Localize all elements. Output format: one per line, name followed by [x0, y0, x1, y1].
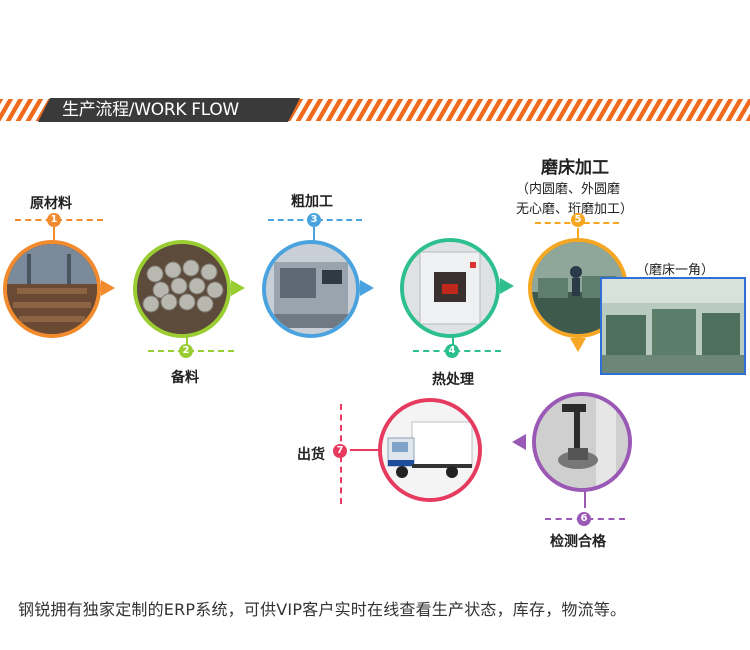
- step-4-arrow-icon: [500, 278, 514, 294]
- step-1-arrow-icon: [101, 280, 115, 296]
- banner-title: 生产流程/WORK FLOW: [62, 99, 239, 121]
- step-6-label: 检测合格: [550, 531, 606, 551]
- grinder-corner-label: （磨床一角）: [636, 259, 714, 278]
- step-2-photo: [133, 240, 231, 338]
- step-3-connector: [313, 227, 315, 241]
- step-4-label: 热处理: [432, 369, 474, 389]
- step-1-connector: [53, 227, 55, 241]
- step-6-arrow-icon: [512, 434, 526, 450]
- step-2-arrow-icon: [231, 280, 245, 296]
- step-1-photo: [3, 240, 101, 338]
- step-7-connector: [350, 449, 378, 451]
- step-7-photo: [378, 398, 482, 502]
- step-5-arrow-icon: [570, 338, 586, 352]
- step-4-photo: [400, 238, 500, 338]
- step-7-badge: 7: [333, 444, 347, 458]
- step-1-badge: 1: [47, 213, 61, 227]
- erp-caption: 钢锐拥有独家定制的ERP系统，可供VIP客户实时在线查看生产状态，库存，物流等。: [18, 596, 626, 620]
- grinder-corner-photo: [600, 277, 746, 375]
- step-3-arrow-icon: [360, 280, 374, 296]
- step-6-badge: 6: [577, 512, 591, 526]
- step-2-label: 备料: [171, 367, 199, 387]
- step-6-photo: [532, 392, 632, 492]
- step-2-badge: 2: [179, 344, 193, 358]
- step-3-photo: [262, 240, 360, 338]
- step-3-label: 粗加工: [291, 191, 333, 211]
- step-3-badge: 3: [307, 213, 321, 227]
- step-5-label: 磨床加工: [541, 153, 609, 178]
- step-5-badge: 5: [571, 213, 585, 227]
- step-4-badge: 4: [445, 344, 459, 358]
- step-1-label: 原材料: [30, 193, 72, 213]
- step-5-subtitle-line1: （内圆磨、外圆磨: [516, 178, 620, 197]
- step-6-connector: [584, 490, 586, 508]
- step-7-label: 出货: [297, 444, 325, 464]
